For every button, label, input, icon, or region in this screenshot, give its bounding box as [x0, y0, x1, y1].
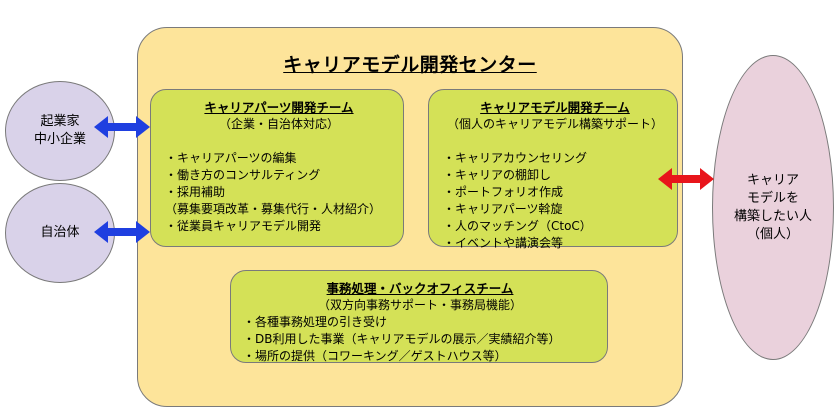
team-back-office: 事務処理・バックオフィスチーム （双方向事務サポート・事務局機能） ・各種事務処…	[230, 270, 608, 363]
team-office-title: 事務処理・バックオフィスチーム	[326, 281, 514, 296]
node-municipality-label: 自治体	[40, 225, 80, 240]
team-model-list: ・キャリアカウンセリング ・キャリアの棚卸し ・ポートフォリオ作成 ・キャリアパ…	[443, 150, 667, 252]
list-item: ・ポートフォリオ作成	[443, 185, 564, 199]
list-item: ・イベントや講演会等	[443, 236, 564, 250]
team-career-model: キャリアモデル開発チーム （個人のキャリアモデル構築サポート） ・キャリアカウン…	[428, 89, 678, 250]
node-individual-label-4: （個人）	[746, 226, 799, 242]
node-entrepreneur-sme: 起業家 中小企業	[5, 81, 115, 181]
list-item: ・従業員キャリアモデル開発	[165, 219, 322, 233]
list-item: ・人のマッチング（CtoC）	[443, 219, 592, 233]
team-career-parts: キャリアパーツ開発チーム （企業・自治体対応） ・キャリアパーツの編集 ・働き方…	[150, 89, 404, 247]
team-office-subtitle: （双方向事務サポート・事務局機能）	[317, 298, 522, 312]
node-entrepreneur-label-2: 中小企業	[33, 132, 86, 147]
list-item: ・場所の提供（コワーキング／ゲストハウス等）	[243, 349, 507, 363]
team-office-list: ・各種事務処理の引き受け ・DB利用した事業（キャリアモデルの展示／実績紹介等）…	[243, 314, 597, 365]
node-individual-label-3: 構築したい人	[733, 208, 812, 224]
list-item: ・採用補助	[165, 185, 226, 199]
list-item: ・各種事務処理の引き受け	[243, 315, 388, 329]
list-item: ・キャリアパーツ斡旋	[443, 202, 563, 216]
team-parts-title: キャリアパーツ開発チーム	[204, 100, 354, 115]
team-parts-list: ・キャリアパーツの編集 ・働き方のコンサルティング ・採用補助 （募集要項改革・…	[165, 150, 393, 235]
list-item: ・キャリアの棚卸し	[443, 168, 552, 182]
list-item: ・キャリアカウンセリング	[443, 151, 588, 165]
double-arrow-entrepreneur-icon	[94, 116, 150, 138]
list-item: ・働き方のコンサルティング	[165, 168, 321, 182]
team-model-subtitle: （個人のキャリアモデル構築サポート）	[446, 117, 663, 131]
center-title: キャリアモデル開発センター	[283, 54, 537, 76]
node-individual: キャリア モデルを 構築したい人 （個人）	[712, 55, 834, 360]
node-individual-label-2: モデルを	[746, 190, 799, 206]
list-item: ・キャリアパーツの編集	[165, 151, 297, 165]
node-individual-label-1: キャリア	[746, 172, 799, 188]
team-parts-subtitle: （企業・自治体対応）	[218, 117, 339, 131]
list-item: （募集要項改革・募集代行・人材紹介）	[165, 202, 382, 216]
node-entrepreneur-label-1: 起業家	[40, 114, 80, 129]
double-arrow-municipality-icon	[94, 221, 150, 243]
list-item: ・DB利用した事業（キャリアモデルの展示／実績紹介等）	[243, 332, 561, 346]
team-model-title: キャリアモデル開発チーム	[480, 100, 630, 115]
double-arrow-individual-icon	[658, 168, 714, 190]
